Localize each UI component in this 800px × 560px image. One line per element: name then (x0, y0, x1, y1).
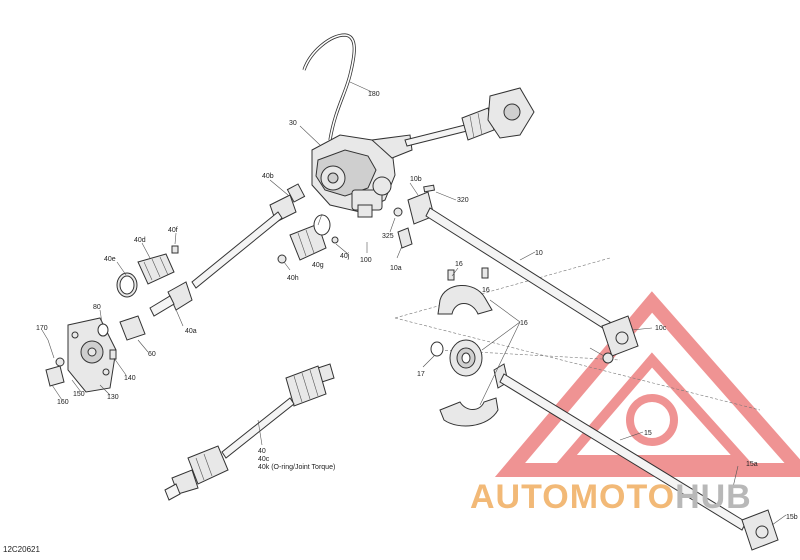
callout-labels: 30 180 40b 40f 40d 40e 40g 40h 40j 40a 1… (36, 91, 798, 521)
callout-320: 320 (457, 197, 469, 204)
callout-10b: 10b (410, 176, 422, 183)
callout-325: 325 (382, 233, 394, 240)
watermark-brand-left: AUTOMOTO (470, 478, 676, 516)
callout-16b: 16 (482, 287, 490, 294)
callout-15b: 15b (786, 514, 798, 521)
callout-100: 100 (360, 257, 372, 264)
callout-40j: 40j (340, 253, 350, 260)
callout-10a: 10a (390, 265, 402, 272)
callout-40c: 40c (258, 456, 270, 463)
hub-assembly (45, 315, 146, 393)
callout-40a: 40a (185, 328, 197, 335)
callout-30: 30 (289, 120, 297, 127)
watermark-brand-right: HUB (675, 478, 752, 516)
breather-hose (302, 33, 356, 141)
callout-60: 60 (148, 351, 156, 358)
callout-17: 17 (417, 371, 425, 378)
callout-160: 160 (57, 399, 69, 406)
callout-40h: 40h (287, 275, 299, 282)
callout-40d: 40d (134, 237, 146, 244)
left-axle-assembly (149, 183, 306, 317)
watermark-brand: AUTOMOTOHUB (470, 478, 752, 517)
callout-140: 140 (124, 375, 136, 382)
lower-axle-assembly (164, 363, 335, 501)
callout-180: 180 (368, 91, 380, 98)
callout-40k: 40k (O-ring/Joint Torque) (258, 464, 335, 471)
callout-40e: 40e (104, 256, 116, 263)
callout-150: 150 (73, 391, 85, 398)
callout-16c: 16 (520, 320, 528, 327)
callout-40: 40 (258, 448, 266, 455)
prop-shaft-front (393, 184, 639, 364)
differential-housing (311, 134, 413, 218)
callout-80: 80 (93, 304, 101, 311)
callout-130: 130 (107, 394, 119, 401)
callout-10: 10 (535, 250, 543, 257)
callout-10c: 10c (655, 325, 667, 332)
callout-40f: 40f (168, 227, 178, 234)
callout-15a: 15a (746, 461, 758, 468)
callout-16a: 16 (455, 261, 463, 268)
callout-40b: 40b (262, 173, 274, 180)
leader-lines (41, 81, 787, 526)
callout-40g: 40g (312, 262, 324, 269)
callout-15: 15 (644, 430, 652, 437)
callout-170: 170 (36, 325, 48, 332)
upper-right-axle (404, 87, 535, 147)
boot-kit (116, 214, 339, 298)
prop-shaft-rear (493, 363, 779, 551)
carrier-bearing (430, 267, 499, 427)
reference-code: 12C20621 (3, 545, 40, 554)
